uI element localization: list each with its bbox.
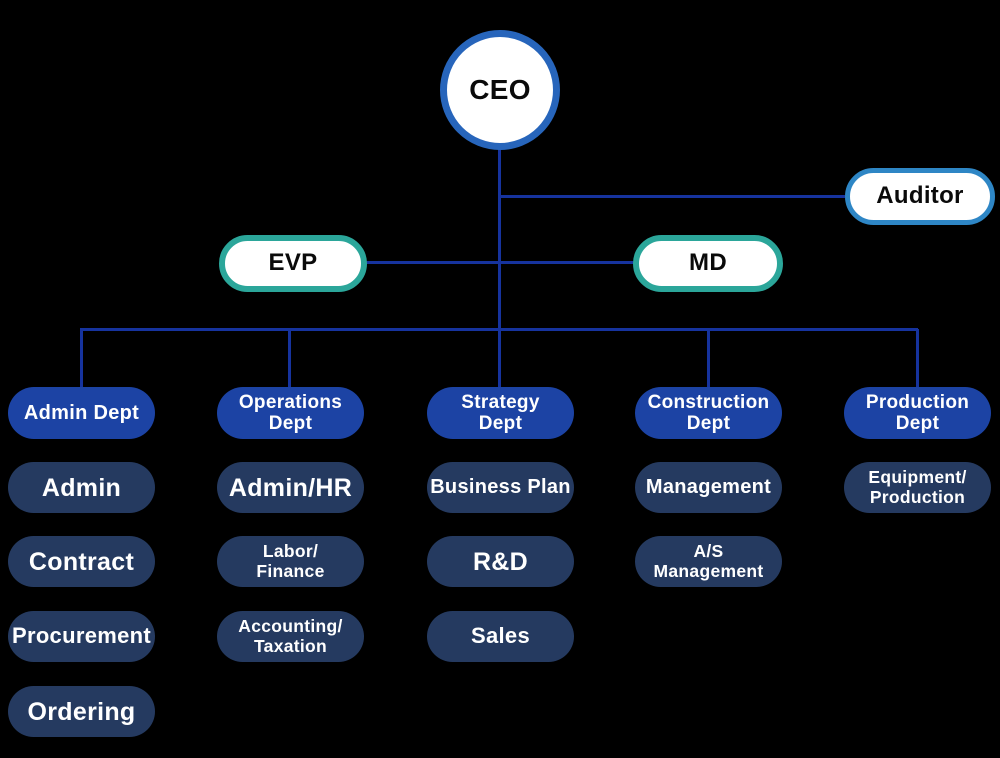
item-admin: Admin <box>8 462 155 513</box>
dept-production: Production Dept <box>844 387 991 439</box>
node-auditor: Auditor <box>845 168 995 225</box>
item-rnd: R&D <box>427 536 574 587</box>
auditor-label: Auditor <box>876 182 964 210</box>
item-labor-finance: Labor/ Finance <box>217 536 364 587</box>
dept-strategy: Strategy Dept <box>427 387 574 439</box>
item-ordering: Ordering <box>8 686 155 737</box>
item-contract: Contract <box>8 536 155 587</box>
dept-operations: Operations Dept <box>217 387 364 439</box>
ceo-label: CEO <box>469 74 531 106</box>
connector-evp-md-horizontal <box>366 261 634 264</box>
dept-construction: Construction Dept <box>635 387 782 439</box>
item-procurement: Procurement <box>8 611 155 662</box>
item-equipment-production: Equipment/ Production <box>844 462 991 513</box>
connector-drop-admin-dept <box>80 329 83 388</box>
item-accounting-taxation: Accounting/ Taxation <box>217 611 364 662</box>
evp-label: EVP <box>268 249 318 277</box>
connector-drop-construction-dept <box>707 329 710 388</box>
connector-auditor-horizontal <box>500 195 845 198</box>
node-ceo: CEO <box>440 30 560 150</box>
connector-ceo-vertical <box>498 148 501 330</box>
node-md: MD <box>633 235 783 292</box>
dept-admin: Admin Dept <box>8 387 155 439</box>
connector-drop-production-dept <box>916 329 919 388</box>
item-sales: Sales <box>427 611 574 662</box>
item-admin-hr: Admin/HR <box>217 462 364 513</box>
item-business-plan: Business Plan <box>427 462 574 513</box>
item-management: Management <box>635 462 782 513</box>
md-label: MD <box>689 249 727 277</box>
connector-drop-strategy-dept <box>498 329 501 388</box>
item-as-management: A/S Management <box>635 536 782 587</box>
connector-drop-operations-dept <box>288 329 291 388</box>
node-evp: EVP <box>219 235 367 292</box>
